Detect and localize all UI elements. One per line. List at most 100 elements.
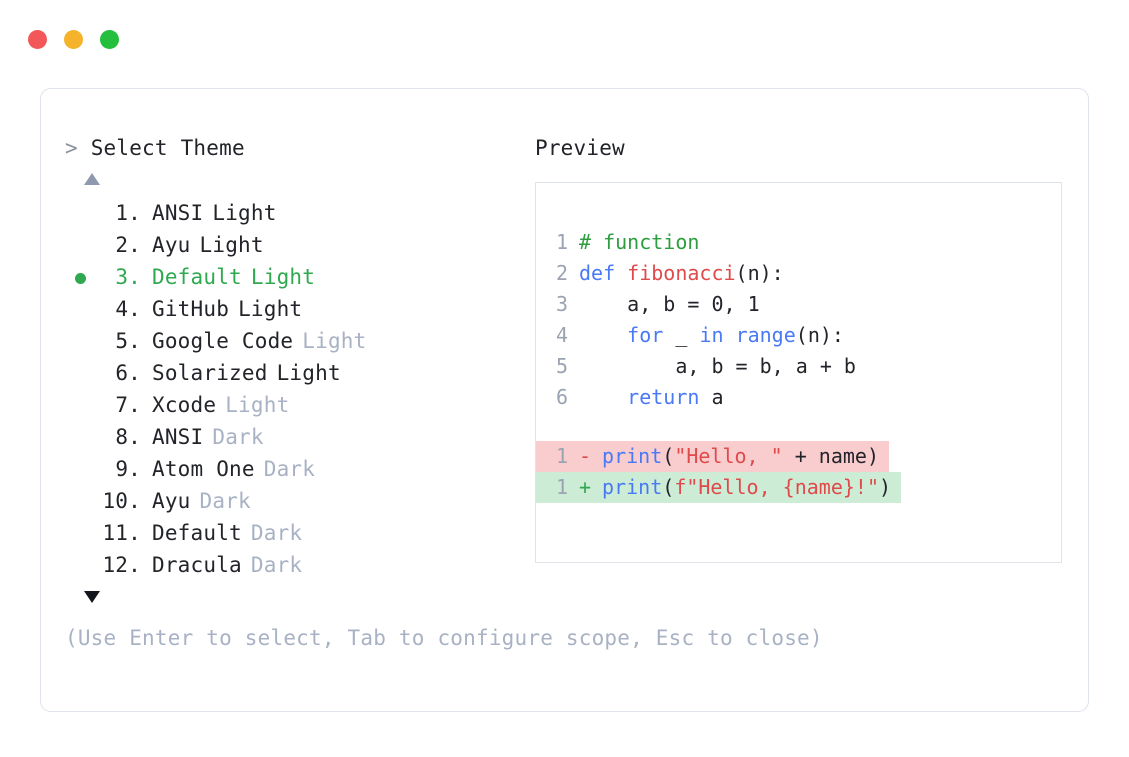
code-token: ( (662, 475, 675, 499)
theme-item-name: Ayu (152, 489, 191, 513)
code-line-text: def fibonacci(n): (579, 258, 784, 289)
theme-item-name: Google Code (152, 329, 294, 353)
code-token: f"Hello, {name}!" (674, 475, 880, 499)
maximize-window-button[interactable] (100, 30, 119, 49)
theme-item-number: 5. (115, 329, 141, 353)
theme-item-name: Ayu (152, 233, 191, 257)
selection-indicator (65, 199, 95, 231)
selection-indicator (65, 231, 95, 263)
code-token: range (735, 323, 796, 347)
code-line: 6 return a (536, 382, 1061, 413)
theme-item-name: Default (152, 265, 242, 289)
code-token: + name) (782, 444, 880, 468)
diff-line-text: print("Hello, " + name) (602, 441, 889, 472)
line-number: 2 (555, 261, 568, 285)
line-number: 1 (555, 475, 568, 499)
code-line-text: a, b = 0, 1 (579, 289, 760, 320)
code-spacer (536, 413, 1061, 441)
code-token: ) (879, 475, 892, 499)
theme-item-variant: Light (225, 393, 290, 417)
theme-item-name: Atom One (152, 457, 255, 481)
code-line: 1 # function (536, 227, 1061, 258)
code-token: a, b = b, a + b (579, 354, 856, 378)
code-token: "Hello, " (674, 444, 783, 468)
selection-indicator (65, 551, 95, 583)
theme-item-number: 9. (115, 457, 141, 481)
theme-item-variant: Light (199, 233, 264, 257)
code-token: print (602, 475, 663, 499)
code-line: 2 def fibonacci(n): (536, 258, 1061, 289)
theme-item-number: 7. (115, 393, 141, 417)
close-window-button[interactable] (28, 30, 47, 49)
theme-item-variant: Light (302, 329, 367, 353)
code-token (579, 385, 627, 409)
selection-indicator (65, 391, 95, 423)
minimize-window-button[interactable] (64, 30, 83, 49)
theme-item-number: 8. (115, 425, 141, 449)
theme-list-item[interactable]: 10. Ayu Dark (65, 485, 525, 517)
code-token: (n): (735, 261, 784, 285)
theme-item-number: 11. (102, 521, 141, 545)
theme-item-variant: Light (276, 361, 341, 385)
page-title: > Select Theme (65, 135, 525, 161)
line-number: 1 (555, 230, 568, 254)
theme-item-number: 10. (102, 489, 141, 513)
code-line: 3 a, b = 0, 1 (536, 289, 1061, 320)
code-line-text: # function (579, 227, 699, 258)
code-token: # function (579, 230, 700, 254)
code-token (579, 323, 627, 347)
theme-item-number: 1. (115, 201, 141, 225)
selected-dot-icon (74, 273, 86, 284)
theme-item-variant: Dark (199, 489, 251, 513)
code-token: (n): (795, 323, 844, 347)
page-title-text: Select Theme (90, 136, 245, 160)
code-token: a, b = 0, 1 (579, 292, 760, 316)
preview-title: Preview (535, 136, 625, 160)
window-traffic-lights (28, 30, 119, 49)
theme-list-item[interactable]: 5. Google Code Light (65, 325, 525, 357)
diff-line-minus: 1-print("Hello, " + name) (536, 441, 890, 472)
theme-item-number: 12. (102, 553, 141, 577)
code-token: a (711, 385, 724, 409)
theme-item-name: Solarized (152, 361, 268, 385)
triangle-down-icon[interactable] (84, 591, 100, 603)
theme-item-name: Dracula (152, 553, 242, 577)
prompt-caret-icon: > (65, 136, 78, 160)
theme-item-name: GitHub (152, 297, 230, 321)
theme-item-name: Default (152, 521, 242, 545)
code-token: for (627, 323, 676, 347)
theme-item-number: 2. (115, 233, 141, 257)
diff-block: 1-print("Hello, " + name)1+print(f"Hello… (536, 441, 1061, 503)
selection-indicator (65, 487, 95, 519)
selection-indicator (65, 295, 95, 327)
code-line: 5 a, b = b, a + b (536, 351, 1061, 382)
code-line-text: for _ in range(n): (579, 320, 844, 351)
diff-sign: - (579, 444, 592, 468)
selection-indicator (65, 327, 95, 359)
theme-item-variant: Light (212, 201, 277, 225)
line-number: 3 (555, 292, 568, 316)
triangle-up-icon[interactable] (84, 173, 100, 185)
theme-item-variant: Dark (250, 553, 303, 577)
keyboard-hint: (Use Enter to select, Tab to configure s… (65, 626, 823, 650)
code-line-text: a, b = b, a + b (579, 351, 856, 382)
line-number: 6 (555, 385, 568, 409)
theme-item-number: 3. (115, 265, 141, 289)
code-token: def (579, 261, 628, 285)
selection-indicator (65, 519, 95, 551)
theme-list-item[interactable]: 12. Dracula Dark (65, 549, 525, 581)
theme-list-item[interactable]: 2. Ayu Light (65, 229, 525, 261)
